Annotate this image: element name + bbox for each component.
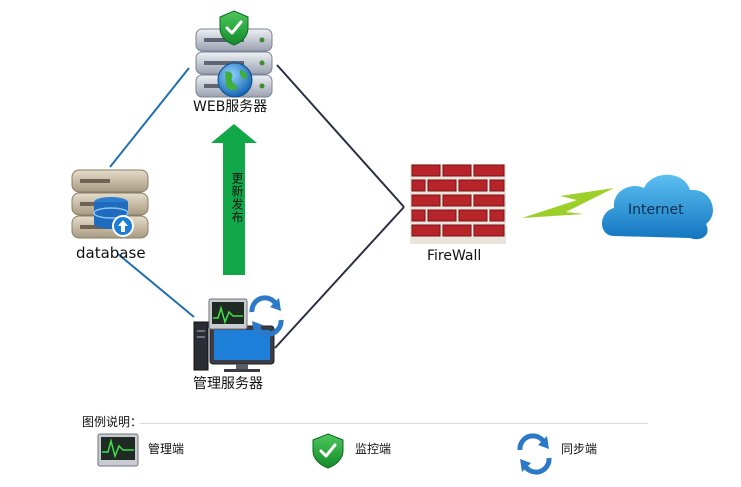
- legend-sync-icon: [517, 433, 552, 475]
- web-server-icon: [195, 10, 273, 98]
- line-database-management: [117, 253, 195, 318]
- firewall-label: FireWall: [427, 248, 482, 264]
- legend-shield-check-icon: [312, 433, 344, 469]
- legend-item-monitor: 监控端: [355, 442, 392, 456]
- monitor-icon: [208, 298, 248, 330]
- shield-check-icon: [219, 10, 249, 46]
- database-server-icon: [71, 169, 149, 239]
- legend-divider: [140, 423, 648, 424]
- database-label: database: [76, 244, 146, 262]
- update-publish-label: 更新发布: [230, 172, 244, 224]
- lightning-icon: [522, 188, 614, 218]
- legend-item-management: 管理端: [148, 442, 185, 456]
- update-arrow: [211, 124, 257, 275]
- line-management-firewall: [274, 206, 405, 349]
- legend-monitor-icon: [97, 433, 139, 467]
- management-server-label: 管理服务器: [193, 376, 263, 392]
- web-server-label: WEB服务器: [193, 99, 268, 115]
- connection-lines: [109, 64, 405, 349]
- firewall-icon: [410, 164, 506, 244]
- line-web-database: [109, 67, 190, 168]
- management-server-icon: [193, 295, 284, 372]
- sync-icon: [249, 295, 284, 337]
- line-web-firewall: [276, 64, 405, 208]
- legend-title: 图例说明：: [82, 415, 143, 429]
- internet-label: Internet: [628, 202, 684, 218]
- globe-icon: [217, 62, 253, 98]
- legend-item-sync: 同步端: [561, 442, 598, 456]
- internet-cloud-icon: [602, 174, 713, 240]
